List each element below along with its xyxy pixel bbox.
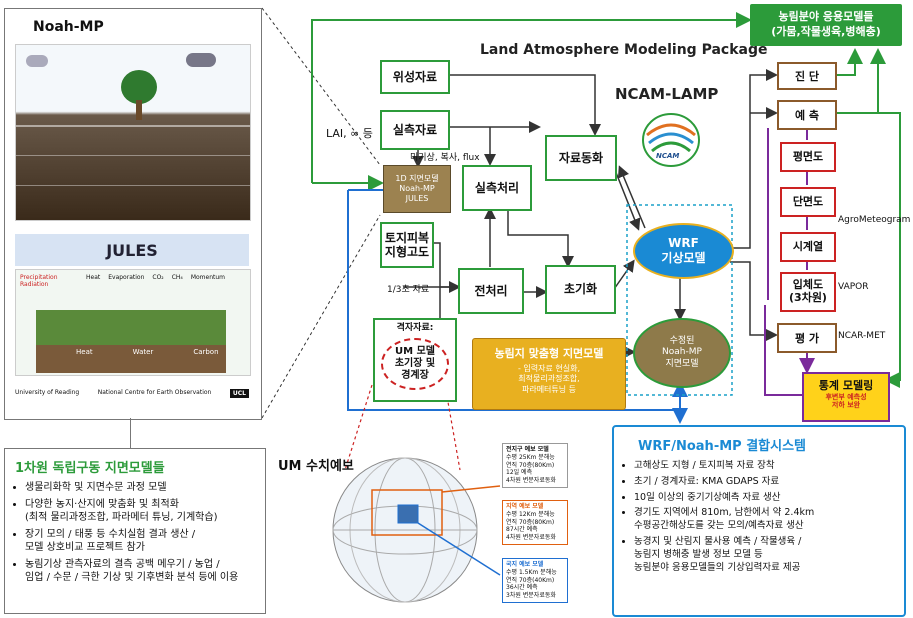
1d-land-model-box: 1D 지면모델 Noah-MP JULES: [383, 165, 451, 213]
coupled-bullet: 경기도 지역에서 810m, 남한에서 약 2.4km 수평공간해상도를 갖는 …: [634, 507, 898, 533]
jules-title: JULES: [15, 234, 249, 266]
standalone-bullet: 농림기상 관측자료의 결측 공백 메우기 / 농업 / 임업 / 수문 / 극한…: [25, 558, 270, 585]
storm-cloud-icon: [186, 53, 216, 67]
jules-illustration: Precipitation Radiation Heat Evaporation…: [15, 269, 251, 376]
custom-land-model-box: 농림지 맞춤형 지면모델 - 입력자료 현실화, 최적물리과정조합, 파라메터튜…: [472, 338, 626, 410]
assimilation-box: 자료동화: [545, 135, 617, 181]
stat-model-sub: 후변부 예측성 저하 보완: [825, 393, 867, 410]
real-process-box: 실측처리: [462, 165, 532, 211]
noah-mp-illustration: [15, 44, 251, 221]
timeseries-box: 시계열: [780, 232, 836, 262]
package-title: Land Atmosphere Modeling Package: [480, 42, 768, 58]
agri-apps-box: 농림분야 응용모델들 (가뭄,작물생육,병해충): [750, 4, 902, 46]
cross-section-box: 단면도: [780, 187, 836, 217]
forecast-box: 예 측: [777, 100, 837, 130]
land-cover-box: 토지피복 지형고도: [380, 222, 434, 268]
evaluate-box: 평 가: [777, 323, 837, 353]
ncar-met-label: NCAR-MET: [838, 331, 886, 341]
um-model-oval: UM 모델 초기장 및 경계장: [381, 337, 449, 390]
standalone-title: 1차원 독립구동 지면모델들: [15, 461, 165, 476]
custom-model-title: 농림지 맞춤형 지면모델: [494, 347, 604, 360]
agrometeogram-label: AgroMeteogram: [838, 215, 911, 225]
stat-model-box: 통계 모델링 후변부 예측성 저하 보완: [802, 372, 890, 422]
cloud-icon: [26, 55, 48, 67]
observation-data-box: 실측자료: [380, 110, 450, 150]
standalone-models-box: 1차원 독립구동 지면모델들 생물리화학 및 지면수문 과정 모델 다양한 농지…: [4, 448, 266, 614]
obs-note: 미기상, 복사, flux: [410, 153, 480, 163]
diagnose-box: 진 단: [777, 62, 837, 90]
precip-label: Precipitation Radiation: [20, 274, 58, 288]
modified-noah-mp-ellipse: 수정된 Noah-MP 지면모델: [633, 318, 731, 388]
vapor-label: VAPOR: [838, 282, 869, 292]
nceo-logo: National Centre for Earth Observation: [97, 389, 212, 396]
flat-map-box: 평면도: [780, 142, 836, 172]
custom-model-desc: - 입력자료 현실화, 최적물리과정조합, 파라메터튜닝 등: [517, 364, 581, 394]
ncam-logo-text: NCAM: [656, 152, 680, 160]
noah-mp-title: Noah-MP: [33, 19, 104, 35]
standalone-bullet: 다양한 농지·산지에 맞춤화 및 최적화 (최적 물리과정조합, 파라메터 튜닝…: [25, 498, 270, 525]
satellite-data-box: 위성자료: [380, 60, 450, 94]
initialization-box: 초기화: [545, 265, 616, 314]
global-model-legend: 전지구 예보 모델 수평 25Km 분해능 연직 70층(80Km) 12일 예…: [502, 443, 568, 488]
ucl-logo: UCL: [229, 389, 249, 398]
jules-bottom-labels: Heat Water Carbon: [76, 348, 219, 356]
wrf-model-ellipse: WRF 기상모델: [633, 223, 734, 279]
coupled-bullet: 농경지 및 산림지 물사용 예측 / 작물생육 / 농림지 병해충 발생 정보 …: [634, 536, 898, 574]
grid-label: 격자자료:: [396, 323, 434, 333]
ncam-lamp-title: NCAM-LAMP: [615, 85, 719, 103]
left-model-panel: Noah-MP JULES Precipitation Radiation He…: [4, 8, 262, 420]
coupled-bullet: 초기 / 경계자료: KMA GDAPS 자료: [634, 476, 898, 489]
logo-row: University of Reading National Centre fo…: [15, 389, 249, 398]
3d-view-box: 입체도 (3차원): [780, 272, 836, 312]
lai-note: LAI, ∞ 등: [326, 127, 373, 140]
preprocess-box: 전처리: [458, 268, 524, 314]
local-model-legend: 국지 예보 모델 수평 1.5Km 분해능 연직 70층(40Km) 36시간 …: [502, 558, 568, 603]
standalone-bullet: 장기 모의 / 태풍 등 수치실험 결과 생산 / 모델 상호비교 프로젝트 참…: [25, 528, 270, 555]
tree-icon: [121, 70, 157, 104]
coupled-title: WRF/Noah-MP 결합시스템: [638, 439, 807, 454]
stat-model-title: 통계 모델링: [818, 379, 874, 392]
coupled-bullet: 10일 이상의 중기기상예측 자료 생산: [634, 492, 898, 505]
reading-logo: University of Reading: [15, 389, 80, 396]
coupled-bullet: 고해상도 지형 / 토지피복 자료 장착: [634, 460, 898, 473]
coupled-system-box: WRF/Noah-MP 결합시스템 고해상도 지형 / 토지피복 자료 장착 초…: [612, 425, 906, 617]
standalone-bullet: 생물리화학 및 지면수문 과정 모델: [25, 481, 270, 495]
grid-data-box: 격자자료: UM 모델 초기장 및 경계장: [373, 318, 457, 402]
um-forecast-title: UM 수치예보: [278, 459, 354, 474]
jules-flux-labels: Heat Evaporation CO₂ CH₄ Momentum: [86, 274, 225, 281]
one-third-note: 1/3초 자료: [387, 285, 430, 295]
regional-model-legend: 지역 예보 모델 수평 12Km 분해능 연직 70층(80Km) 87시간 예…: [502, 500, 568, 545]
